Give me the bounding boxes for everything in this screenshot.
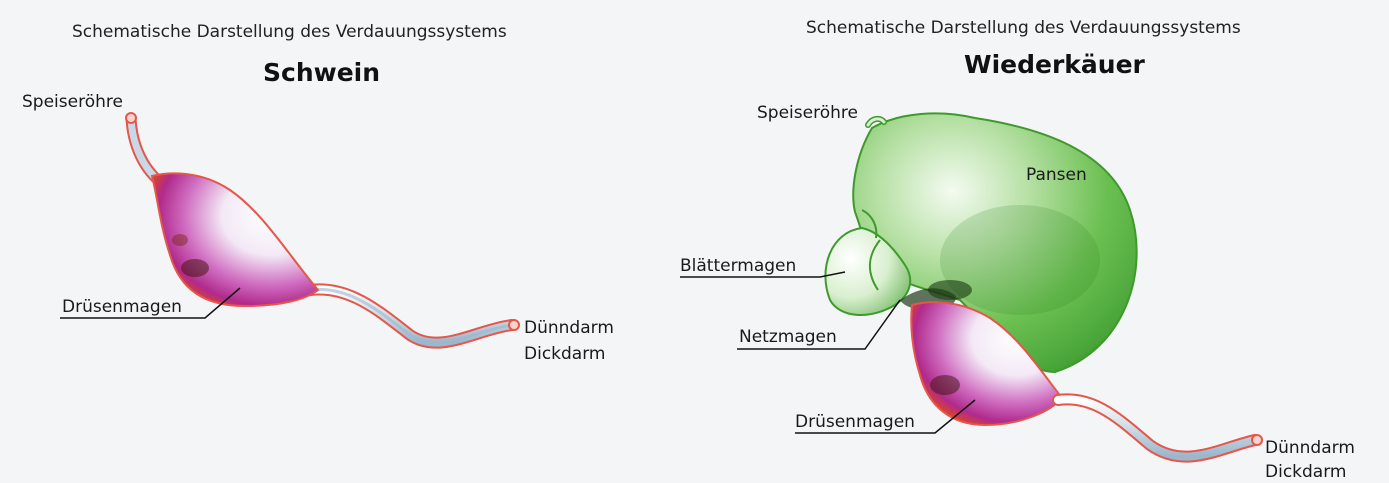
pig-label-esophagus: Speiseröhre [22, 92, 123, 112]
pig-label-glandular-stomach: Drüsenmagen [62, 297, 182, 317]
ruminant-label-reticulum: Netzmagen [739, 327, 837, 347]
ruminant-label-glandular-stomach: Drüsenmagen [795, 412, 915, 432]
pig-panel: Schematische Darstellung des Verdauungss… [0, 0, 690, 483]
ruminant-subtitle: Schematische Darstellung des Verdauungss… [806, 18, 1241, 38]
ruminant-label-esophagus: Speiseröhre [757, 103, 858, 123]
pig-subtitle: Schematische Darstellung des Verdauungss… [72, 22, 507, 42]
ruminant-label-small-intestine: Dünndarm [1265, 438, 1355, 458]
ruminant-label-omasum: Blättermagen [680, 256, 796, 276]
ruminant-title: Wiederkäuer [964, 50, 1145, 79]
pig-title: Schwein [263, 58, 380, 87]
ruminant-label-large-intestine: Dickdarm [1265, 462, 1346, 482]
pig-label-large-intestine: Dickdarm [524, 344, 605, 364]
ruminant-label-rumen: Pansen [1026, 165, 1087, 185]
ruminant-panel: Schematische Darstellung des Verdauungss… [690, 0, 1389, 483]
pig-label-small-intestine: Dünndarm [524, 318, 614, 338]
